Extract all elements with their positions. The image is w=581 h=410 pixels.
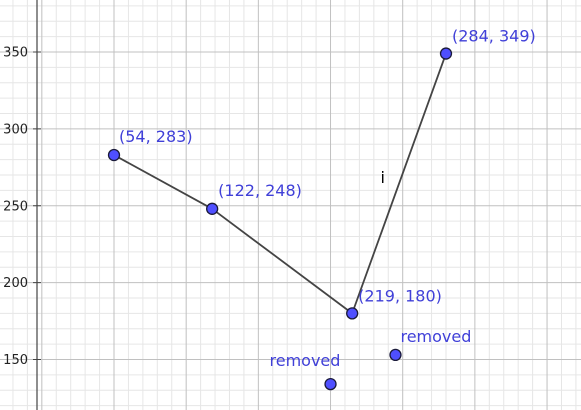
point-label: removed bbox=[270, 351, 341, 370]
annotations: i bbox=[380, 168, 384, 187]
data-point bbox=[324, 377, 337, 391]
data-point bbox=[389, 348, 402, 362]
point-labels: (54, 283) (122, 248) (219, 180) (284, 349) r… bbox=[119, 27, 536, 371]
y-tick-label: 350 bbox=[3, 46, 28, 61]
data-point bbox=[439, 47, 453, 60]
y-tick-label: 300 bbox=[3, 122, 28, 137]
y-tick-label: 250 bbox=[3, 199, 28, 214]
segment bbox=[351, 53, 447, 314]
segment bbox=[211, 208, 353, 315]
series-lines bbox=[113, 53, 447, 315]
data-point bbox=[107, 148, 121, 162]
point-label: (284, 349) bbox=[452, 27, 536, 46]
y-tick-label: 200 bbox=[3, 276, 28, 291]
point-label: (219, 180) bbox=[358, 286, 442, 305]
data-point bbox=[346, 307, 359, 320]
point-label: (54, 283) bbox=[119, 127, 193, 146]
segment bbox=[113, 154, 213, 210]
series-points bbox=[107, 47, 453, 391]
data-point bbox=[206, 202, 219, 215]
y-tick-label: 150 bbox=[3, 353, 28, 368]
y-ticks: 150 200 250 300 350 bbox=[3, 46, 41, 368]
annotation-label: i bbox=[380, 168, 384, 187]
point-label: removed bbox=[400, 327, 471, 346]
point-label: (122, 248) bbox=[218, 181, 302, 200]
